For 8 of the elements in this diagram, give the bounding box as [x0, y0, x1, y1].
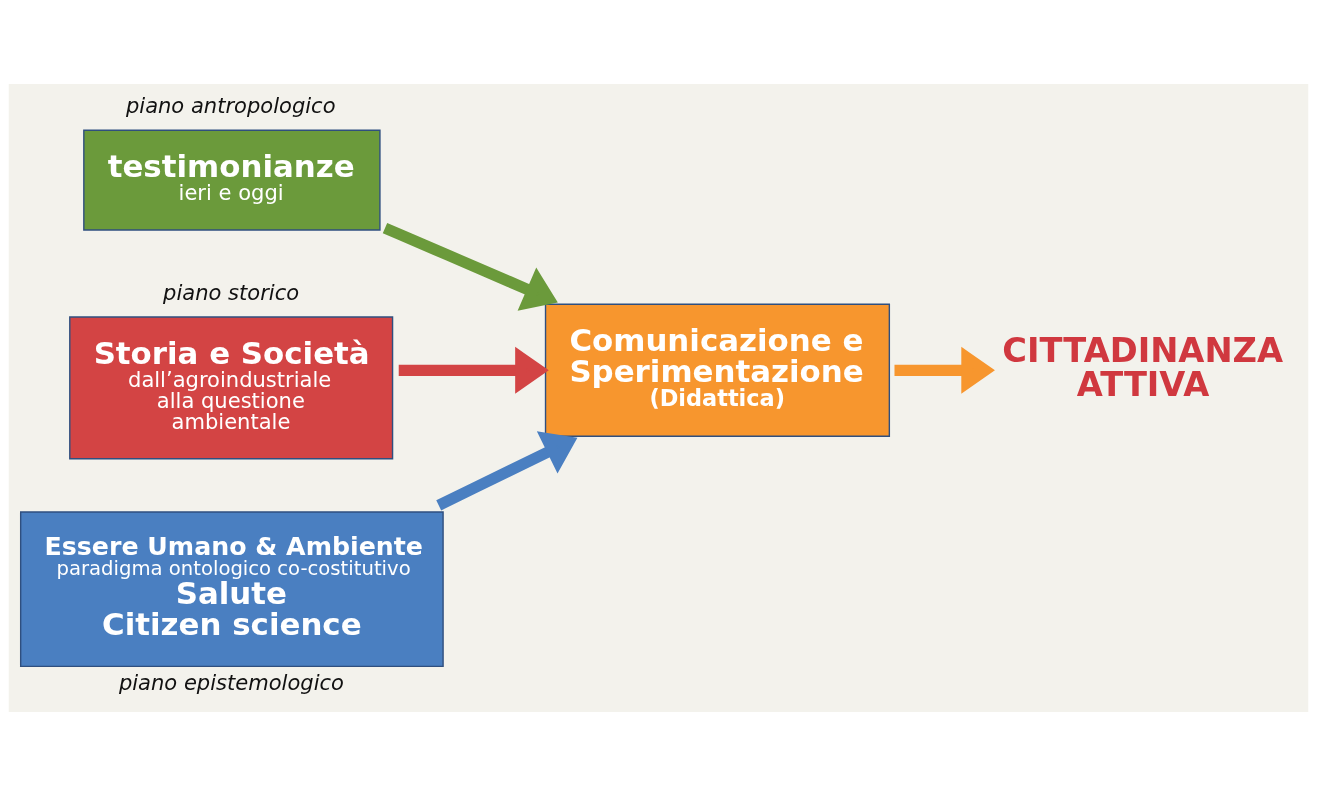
arrow [398, 346, 549, 394]
arrow [436, 431, 578, 511]
arrow [382, 222, 558, 311]
arrow [894, 346, 995, 394]
node-label: piano storico [163, 280, 300, 306]
node-label: piano antropologico [125, 93, 336, 119]
node-label: piano epistemologico [118, 670, 344, 696]
node-text: CITTADINANZA ATTIVA [1002, 331, 1284, 404]
